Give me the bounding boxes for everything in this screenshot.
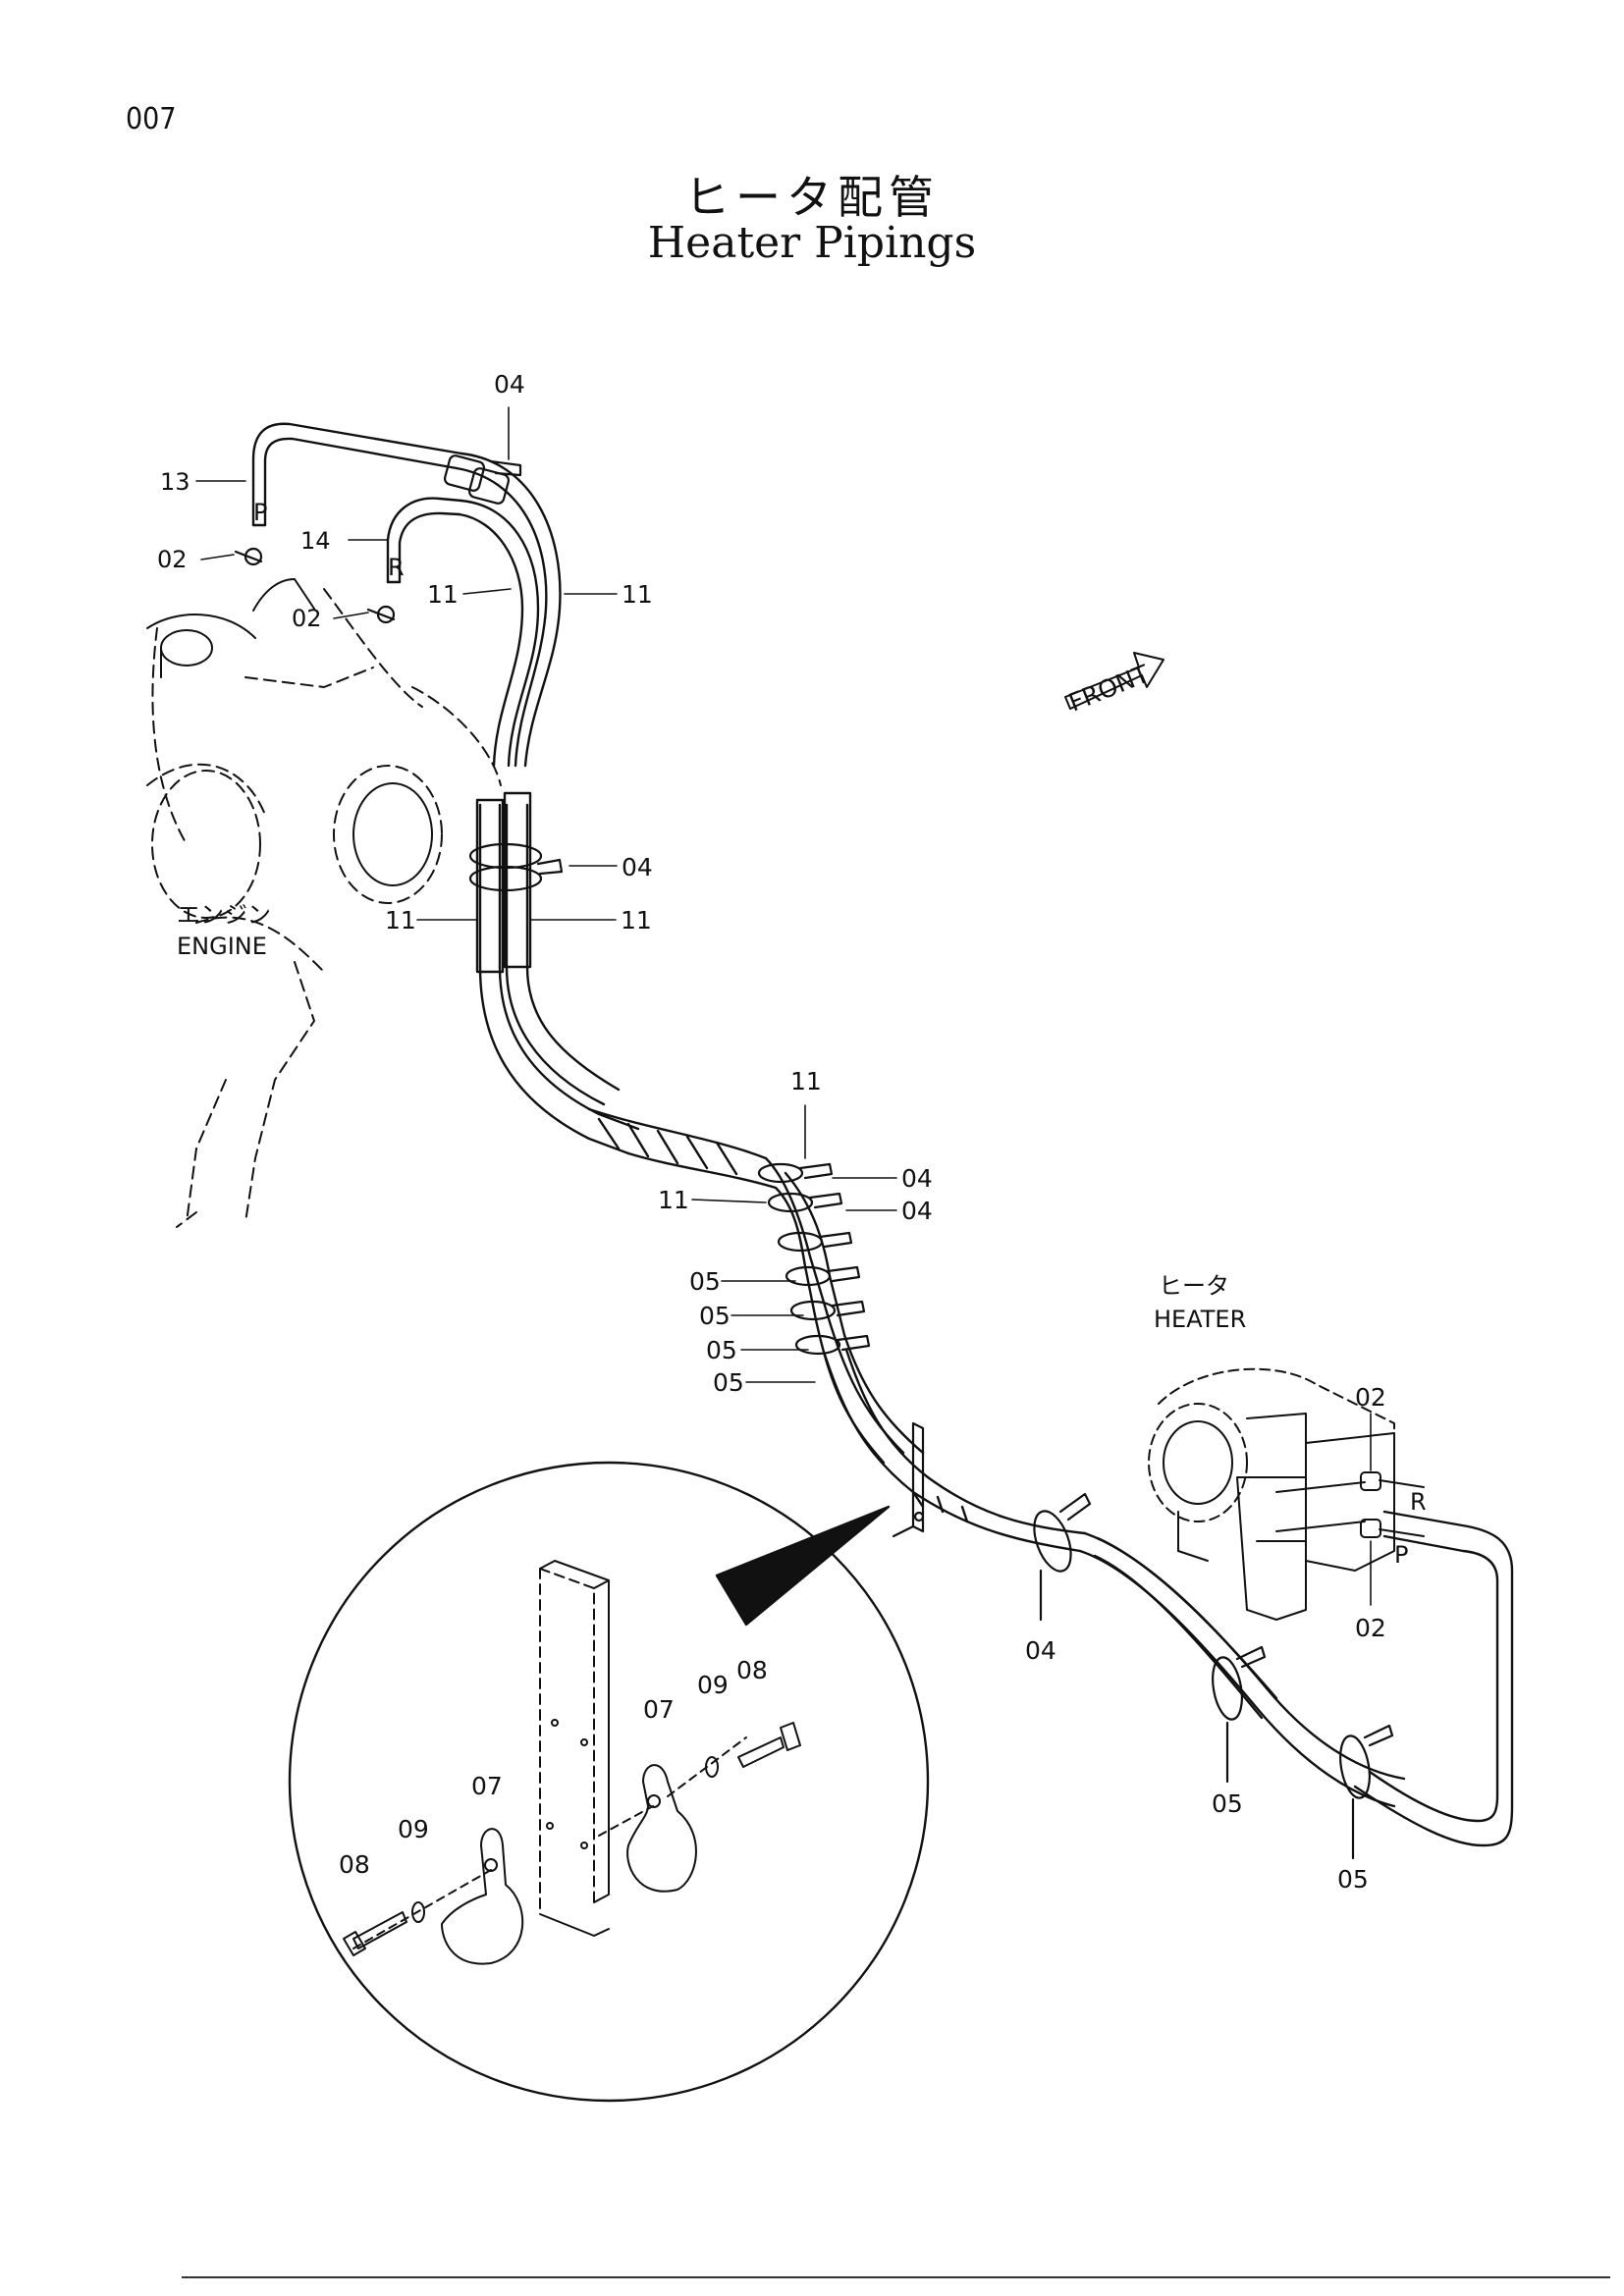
detail-callout-07-left: 07: [471, 1772, 503, 1800]
callout-02-heater-r: 02: [1355, 1383, 1386, 1412]
hose-11-pair: [455, 452, 925, 1465]
detail-callout-09-right: 09: [697, 1671, 729, 1699]
callout-02-heater-p: 02: [1355, 1614, 1386, 1642]
detail-view: [288, 1461, 930, 2103]
callout-04-top: 04: [494, 370, 525, 399]
callout-13: 13: [160, 468, 190, 496]
page-title: Heater Pipings: [647, 218, 977, 268]
engine-label: ENGINE: [177, 933, 267, 960]
detail-callout-09-left: 09: [398, 1815, 429, 1843]
detail-callout-07-right: 07: [643, 1695, 675, 1724]
page-title-japanese: ヒータ配管: [684, 171, 940, 224]
hose-13: [251, 422, 463, 527]
callout-11-top-left: 11: [427, 580, 459, 609]
clamp-stack: [757, 1162, 871, 1356]
heater-label: HEATER: [1154, 1306, 1246, 1333]
clamp-04-top: [443, 454, 522, 505]
port-marker-p: P: [253, 499, 267, 526]
callout-02-engine-p: 02: [157, 546, 188, 573]
callout-14: 14: [300, 527, 331, 555]
callout-02-engine-r: 02: [292, 605, 322, 632]
hose-clamp-02-engine: [234, 547, 396, 624]
mounting-bracket: [892, 1421, 925, 1538]
callout-05-stack-1: 05: [689, 1267, 721, 1296]
heater-label-jp: ヒータ: [1159, 1272, 1229, 1300]
detail-callout-08-right: 08: [736, 1656, 768, 1684]
clamp-04-mid: [468, 842, 564, 892]
front-direction-arrow: [1064, 652, 1164, 710]
callout-05-low-2: 05: [1337, 1865, 1369, 1894]
callout-04-mid: 04: [622, 853, 653, 881]
page-number: 007: [126, 102, 177, 136]
callout-11-mid-right: 11: [621, 906, 652, 934]
callout-11-stack-top: 11: [790, 1067, 822, 1095]
callout-11-mid-left: 11: [385, 906, 416, 934]
detail-callout-08-left: 08: [339, 1850, 370, 1879]
callout-04-low: 04: [1025, 1636, 1056, 1665]
callout-05-stack-2: 05: [699, 1302, 731, 1330]
hose-lower-run: [823, 1348, 1514, 1847]
port-marker-r: R: [388, 554, 405, 581]
hose-14: [386, 497, 463, 584]
callout-04-stack-2: 04: [901, 1197, 933, 1225]
detail-parts: [343, 1560, 801, 1965]
callout-05-stack-3: 05: [706, 1336, 737, 1364]
callout-05-low-1: 05: [1212, 1789, 1243, 1818]
callout-11-top-right: 11: [622, 580, 653, 609]
clamp-05-low: [1212, 1645, 1394, 1860]
clamp-04-low: [1033, 1492, 1092, 1622]
callout-04-stack-1: 04: [901, 1164, 933, 1193]
heater-unit: [1148, 1367, 1425, 1621]
heater-port-marker-p: P: [1394, 1541, 1408, 1569]
engine-outline: [146, 588, 502, 1228]
callout-11-stack-left: 11: [658, 1186, 689, 1214]
footer-divider: [182, 2276, 1610, 2278]
callout-05-stack-4: 05: [713, 1368, 744, 1397]
engine-label-jp: エンジン: [177, 901, 271, 929]
engine-solid-parts: [146, 578, 433, 886]
front-arrow-label: FRONT: [1064, 659, 1154, 717]
heater-port-marker-r: R: [1410, 1488, 1427, 1516]
diagram-labels: 13 14 02 02 P R 04 11 11 04 11 11 11 04 …: [157, 370, 1427, 1894]
callout-leaders: [195, 406, 1372, 1606]
